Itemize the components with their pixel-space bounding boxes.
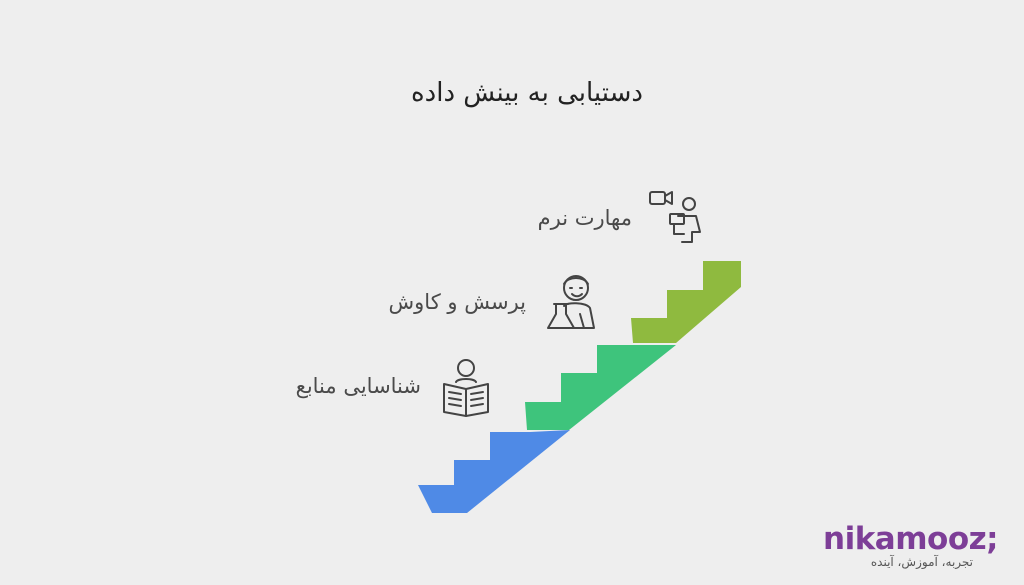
reading-person-icon xyxy=(443,359,489,417)
scientist-flask-icon xyxy=(547,275,595,329)
brand-tagline: تجربه، آموزش، آینده xyxy=(870,555,973,569)
stair-segment-sources xyxy=(418,430,570,513)
video-call-person-icon xyxy=(649,191,701,243)
step-label-sources: شناسایی منابع xyxy=(295,374,421,398)
stair-segment-soft-skills xyxy=(631,261,741,343)
step-label-soft-skills: مهارت نرم xyxy=(537,206,632,230)
brand-name: nikamooz; xyxy=(823,521,999,557)
step-label-inquiry: پرسش و کاوش xyxy=(388,290,526,314)
brand-logo: nikamooz; تجربه، آموزش، آینده xyxy=(823,521,999,569)
diagram-title: دستیابی به بینش داده xyxy=(411,78,643,108)
stair-segment-inquiry xyxy=(525,345,676,430)
